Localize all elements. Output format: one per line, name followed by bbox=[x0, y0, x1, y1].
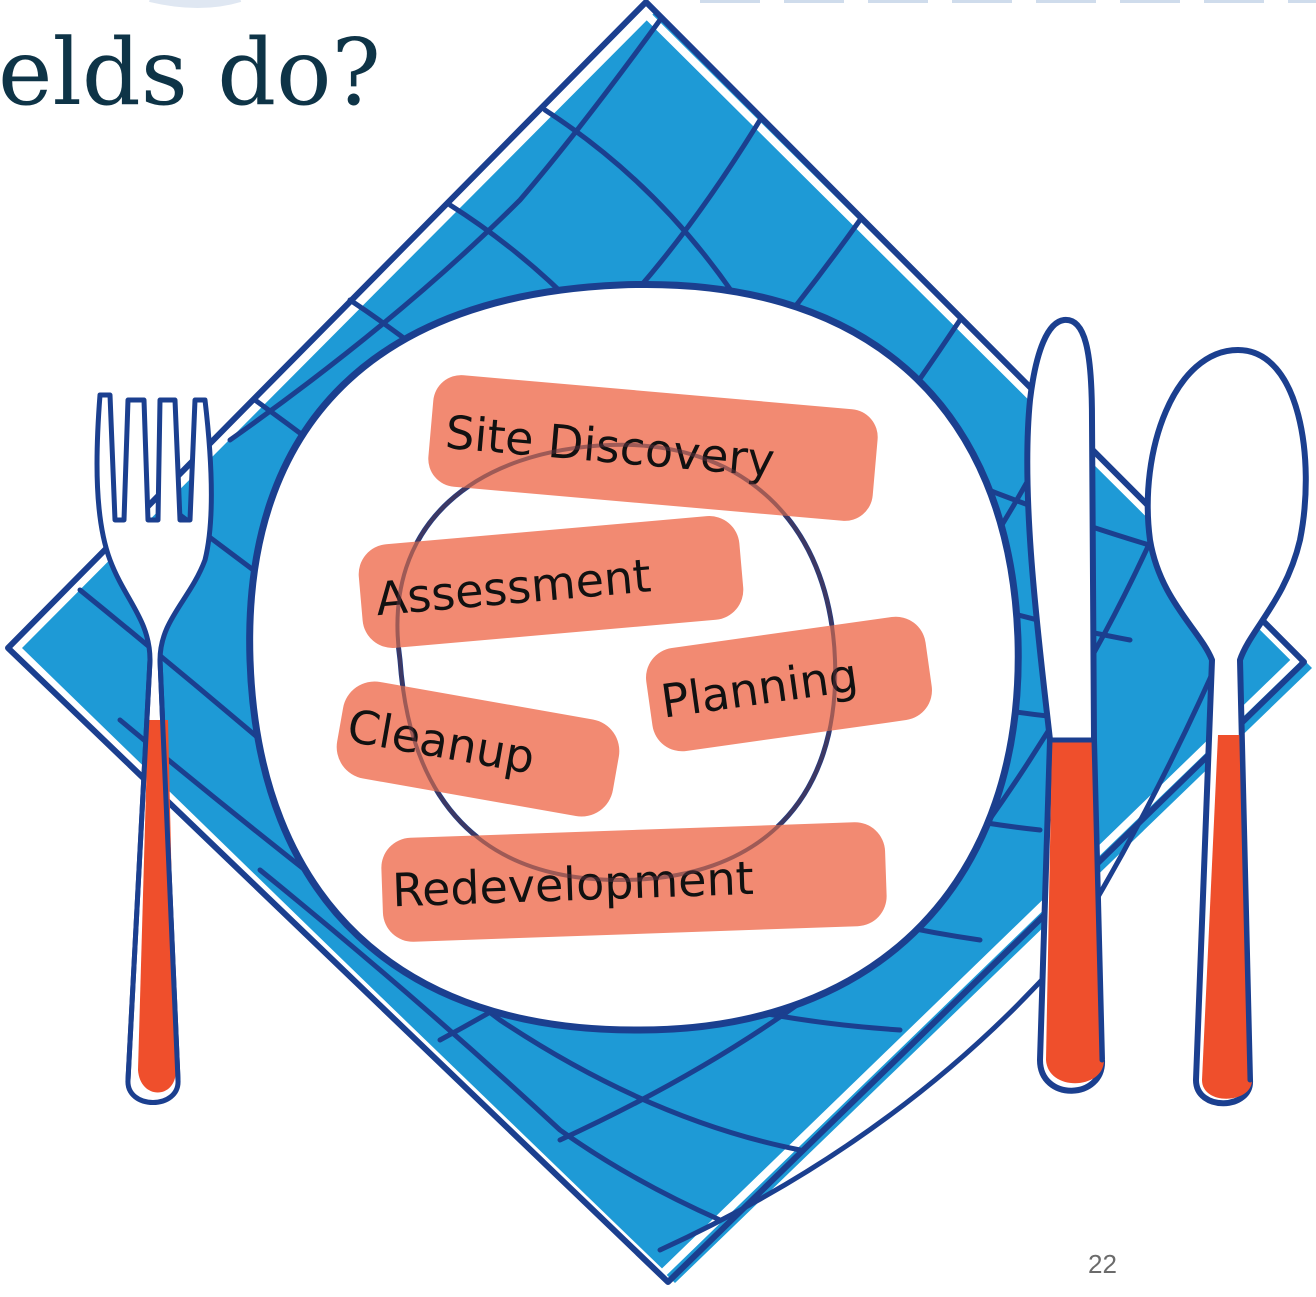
page-number: 22 bbox=[1088, 1249, 1117, 1279]
knife-icon bbox=[1024, 316, 1106, 1094]
plate-item-redevelopment: Redevelopment bbox=[381, 822, 887, 942]
plate-item-label: Redevelopment bbox=[391, 851, 754, 918]
plate-item-assessment: Assessment bbox=[358, 516, 744, 648]
plate-item-cleanup: Cleanup bbox=[336, 681, 620, 817]
fork-icon bbox=[94, 392, 214, 1105]
plate-item-planning: Planning bbox=[646, 616, 932, 752]
header-decoration bbox=[149, 0, 242, 8]
spoon-icon bbox=[1144, 347, 1309, 1107]
slide-title: elds do? bbox=[0, 19, 381, 126]
plate-inner-ring-overlay bbox=[395, 442, 838, 883]
